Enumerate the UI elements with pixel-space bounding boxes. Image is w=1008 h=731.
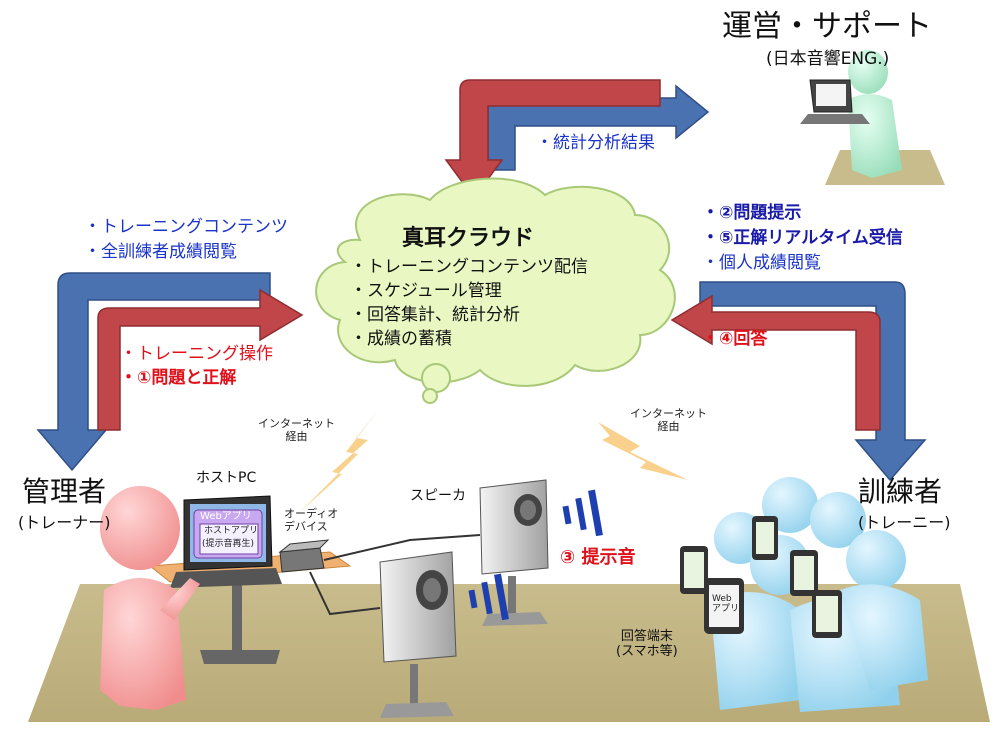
cloud-item: ・スケジュール管理 xyxy=(350,281,502,301)
trainee-group xyxy=(680,477,928,712)
host-app-label: (提示音再生) xyxy=(202,539,255,549)
trainee-title: 訓練者 xyxy=(858,475,943,508)
cloud-item: ・トレーニングコンテンツ配信 xyxy=(350,257,588,277)
admin-send-label: ・トレーニング操作 xyxy=(120,344,273,364)
audio-device-label: オーディオ デバイス xyxy=(284,507,339,533)
cloud-puff xyxy=(422,388,438,404)
operations-subtitle: (日本音響ENG.) xyxy=(766,49,890,69)
host-app-label: ホストアプリ xyxy=(204,526,259,536)
trainee-subtitle: (トレーニー) xyxy=(858,513,951,532)
admin-receive-label: ・全訓練者成績閲覧 xyxy=(84,242,237,262)
cloud-puff xyxy=(421,363,451,393)
trainee-receive-label: ・②問題提示 xyxy=(702,203,802,223)
speaker-back xyxy=(479,479,549,626)
operations-title: 運営・サポート xyxy=(722,9,932,44)
admin-send-label: ・①問題と正解 xyxy=(120,368,237,388)
cloud-item: ・成績の蓄積 xyxy=(350,329,452,349)
admin-person-head xyxy=(100,486,180,570)
internet-label-left: インターネット 経由 xyxy=(258,417,335,443)
speaker-cable xyxy=(323,534,481,561)
web-app-label: Webアプリ xyxy=(200,511,252,522)
admin-send-arrow xyxy=(97,288,304,431)
phone-app-label: Web アプリ xyxy=(712,594,740,615)
trainee-send-label: ・④回答 xyxy=(702,329,768,349)
ops-person-head xyxy=(848,50,888,94)
cloud-title: 真耳クラウド xyxy=(402,226,535,251)
admin-title: 管理者 xyxy=(22,475,107,508)
trainee-receive-label: ・個人成績閲覧 xyxy=(702,253,821,273)
sound-waves-bottom xyxy=(468,573,509,621)
answer-terminal-label: 回答端末 (スマホ等) xyxy=(616,629,678,659)
trainee-receive-label: ・⑤正解リアルタイム受信 xyxy=(702,228,903,248)
admin-receive-label: ・トレーニングコンテンツ xyxy=(84,217,288,237)
cloud-shape xyxy=(315,177,676,387)
sound-waves-top xyxy=(562,489,603,537)
trainee-send-arrow xyxy=(670,294,881,431)
speaker-label: スピーカ xyxy=(410,488,466,504)
cloud-item: ・回答集計、統計分析 xyxy=(350,305,520,325)
internet-label-right: インターネット 経由 xyxy=(630,407,707,433)
admin-subtitle: (トレーナー) xyxy=(18,513,111,532)
admin-person-arm xyxy=(160,578,200,620)
host-pc-label: ホストPC xyxy=(196,470,257,486)
lightning-right xyxy=(598,422,688,480)
speaker-front xyxy=(379,551,457,718)
ops-person-body xyxy=(848,94,902,178)
admin-receive-arrow xyxy=(36,272,271,472)
speaker-cable-2 xyxy=(309,571,381,616)
stats-result-label: ・統計分析結果 xyxy=(536,133,655,153)
presentation-sound-label: ③ 提示音 xyxy=(560,547,636,568)
